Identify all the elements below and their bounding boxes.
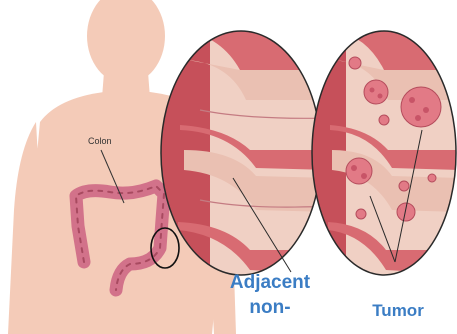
tumor-small-3: [379, 115, 389, 125]
tumor-small-6: [356, 209, 366, 219]
tumor-tissue-magnified: [300, 20, 457, 300]
tumor-left: [346, 158, 372, 184]
adjacent-label-line1: Adjacent: [205, 272, 335, 294]
tumor-large: [401, 87, 441, 127]
tumor-label: Tumor: [363, 301, 433, 321]
tumor-small-2: [397, 203, 415, 221]
tumor-small-1: [349, 57, 361, 69]
tumor-small-5: [428, 174, 436, 182]
adjacent-label-line2: non-: [205, 297, 335, 319]
colon-label: Colon: [88, 136, 112, 146]
tumor-small-4: [399, 181, 409, 191]
tumor-medium: [364, 80, 388, 104]
